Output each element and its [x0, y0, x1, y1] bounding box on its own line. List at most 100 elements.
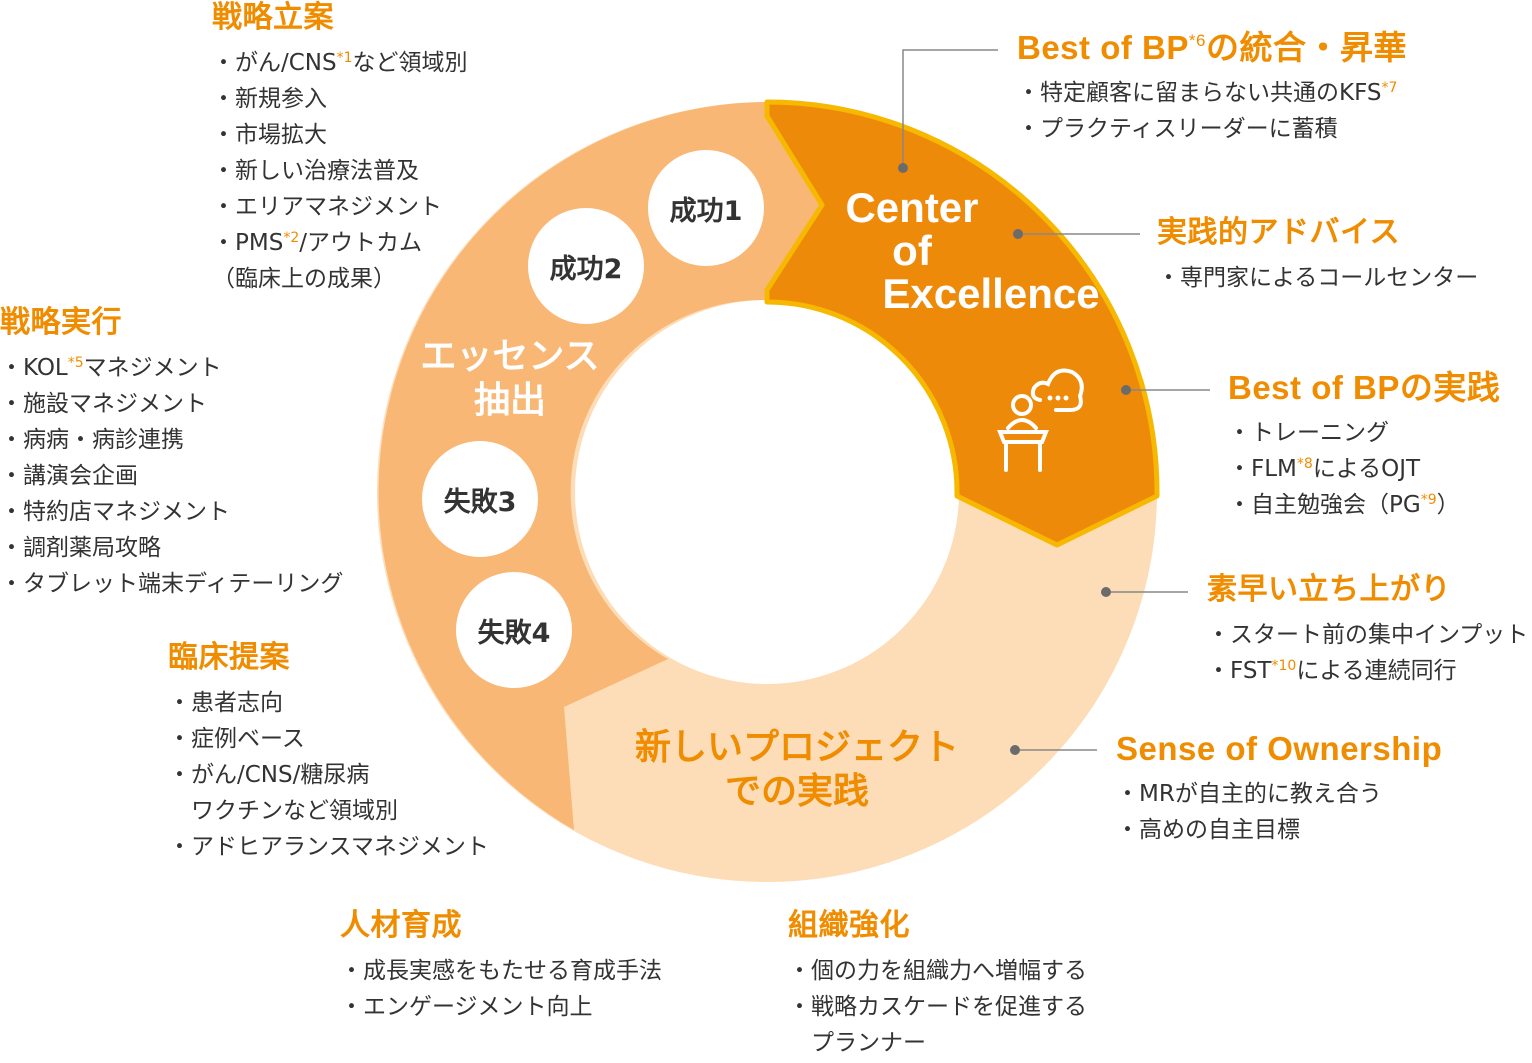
item-text: ・新しい治療法普及: [212, 158, 419, 184]
footnote-mark: *1: [336, 50, 353, 66]
item-text: ・専門家によるコールセンター: [1157, 265, 1479, 291]
clinical-proposal-block: 臨床提案・患者志向・症例ベース・がん/CNS/糖尿病 ワクチンなど領域別・アドヒ…: [168, 640, 489, 865]
practical-advice-block: 実践的アドバイス・専門家によるコールセンター: [1157, 215, 1478, 296]
item-text: プランナー: [788, 1030, 926, 1056]
footnote-mark: *5: [67, 355, 84, 371]
organization-strengthening-block: 組織強化・個の力を組織力へ増幅する・戦略カスケードを促進する プランナー: [788, 908, 1087, 1061]
item-text-rest: など領域別: [352, 50, 468, 76]
list-item: ・自主勉強会（PG*9）: [1228, 487, 1500, 523]
list-item: ・アドヒアランスマネジメント: [168, 829, 489, 865]
talent-development-items: ・成長実感をもたせる育成手法・エンゲージメント向上: [340, 953, 662, 1025]
list-item: ・市場拡大: [212, 117, 468, 153]
list-item: ・個の力を組織力へ増幅する: [788, 953, 1087, 989]
list-item: ・専門家によるコールセンター: [1157, 260, 1478, 296]
item-text: ・個の力を組織力へ増幅する: [788, 958, 1087, 984]
list-item: ・成長実感をもたせる育成手法: [340, 953, 662, 989]
coe-label-line-2: of: [892, 227, 932, 274]
item-text: ・講演会企画: [0, 463, 138, 489]
item-text: ・戦略カスケードを促進する: [788, 994, 1087, 1020]
item-text: ・特約店マネジメント: [0, 499, 230, 525]
item-text: ・FLM: [1228, 456, 1297, 482]
list-item: ・病病・病診連携: [0, 422, 343, 458]
list-item: ・調剤薬局攻略: [0, 530, 343, 566]
best-of-bp-integration-heading: Best of BP*6の統合・昇華: [1017, 30, 1407, 66]
organization-strengthening-heading: 組織強化: [788, 908, 1087, 944]
heading-text: Sense of Ownership: [1116, 730, 1443, 767]
practical-advice-items: ・専門家によるコールセンター: [1157, 260, 1478, 296]
practical-advice-heading: 実践的アドバイス: [1157, 215, 1478, 251]
item-text: ・病病・病診連携: [0, 427, 184, 453]
list-item: ・トレーニング: [1228, 415, 1500, 451]
item-text: ・患者志向: [168, 690, 283, 716]
list-item: ・KOL*5マネジメント: [0, 350, 343, 386]
list-item: ・FLM*8によるOJT: [1228, 451, 1500, 487]
footnote-mark: *7: [1381, 80, 1398, 96]
coe-label-line-1: Center: [845, 184, 979, 231]
list-item: ・新規参入: [212, 81, 468, 117]
best-of-bp-integration-items: ・特定顧客に留まらない共通のKFS*7 ・プラクティスリーダーに蓄積: [1017, 75, 1407, 147]
list-item: ・タブレット端末ディテーリング: [0, 566, 343, 602]
list-item: ・症例ベース: [168, 721, 489, 757]
list-item: ・エリアマネジメント: [212, 189, 468, 225]
item-text-rest: によるOJT: [1312, 456, 1421, 482]
clinical-proposal-heading: 臨床提案: [168, 640, 489, 676]
list-item: ・新しい治療法普及: [212, 153, 468, 189]
strategy-planning-heading: 戦略立案: [212, 0, 468, 36]
item-text: ・症例ベース: [168, 726, 305, 752]
item-text: ・MRが自主的に教え合う: [1116, 781, 1382, 807]
strategy-planning-block: 戦略立案・がん/CNS*1など領域別・新規参入・市場拡大・新しい治療法普及・エリ…: [212, 0, 468, 297]
best-of-bp-practice-items: ・トレーニング・FLM*8によるOJT・自主勉強会（PG*9）: [1228, 415, 1500, 523]
list-item: ・PMS*2/アウトカム: [212, 225, 468, 261]
strategy-execution-block: 戦略実行・KOL*5マネジメント・施設マネジメント・病病・病診連携・講演会企画・…: [0, 305, 343, 602]
sense-of-ownership-items: ・MRが自主的に教え合う・高めの自主目標: [1116, 776, 1442, 848]
list-item: ・がん/CNS*1など領域別: [212, 45, 468, 81]
essence-extraction-label: エッセンス 抽出: [410, 335, 610, 423]
sense-of-ownership-block: Sense of Ownership ・MRが自主的に教え合う・高めの自主目標: [1116, 731, 1442, 848]
new-project-line-2: での実践: [724, 771, 869, 812]
item-text: ・FST: [1207, 658, 1272, 684]
item-text: ・プラクティスリーダーに蓄積: [1017, 116, 1338, 142]
list-item: ・施設マネジメント: [0, 386, 343, 422]
list-item: ・スタート前の集中インプット: [1207, 617, 1528, 653]
coe-label: Center of Excellence: [812, 184, 1099, 315]
coe-label-line-3: Excellence: [882, 270, 1100, 317]
heading-text: 戦略実行: [0, 305, 122, 340]
quick-startup-heading: 素早い立ち上がり: [1207, 572, 1528, 608]
segment-center-of-excellence: [764, 99, 1160, 548]
item-text: ・スタート前の集中インプット: [1207, 622, 1529, 648]
best-of-bp-integration-block: Best of BP*6の統合・昇華・特定顧客に留まらない共通のKFS*7・プラ…: [1017, 30, 1407, 147]
heading-text: 人材育成: [340, 908, 462, 943]
list-item: ワクチンなど領域別: [168, 793, 489, 829]
item-text: ・成長実感をもたせる育成手法: [340, 958, 662, 984]
item-text: ・施設マネジメント: [0, 391, 207, 417]
item-text: ・タブレット端末ディテーリング: [0, 571, 344, 597]
item-text: （臨床上の成果）: [212, 266, 396, 292]
footnote-mark: *10: [1271, 658, 1297, 674]
heading-text-rest: の統合・昇華: [1205, 29, 1407, 66]
sense-of-ownership-heading: Sense of Ownership: [1116, 731, 1442, 767]
item-text: ・エリアマネジメント: [212, 194, 442, 220]
item-text-rest: ）: [1436, 492, 1460, 518]
list-item: ・戦略カスケードを促進する: [788, 989, 1087, 1025]
list-item: ・がん/CNS/糖尿病: [168, 757, 489, 793]
list-item: ・エンゲージメント向上: [340, 989, 662, 1025]
leader-dots: [898, 163, 1131, 755]
item-text: ワクチンなど領域別: [168, 798, 398, 824]
heading-text: Best of BP: [1017, 29, 1189, 66]
list-item: ・特定顧客に留まらない共通のKFS*7: [1017, 75, 1407, 111]
heading-text: 素早い立ち上がり: [1207, 572, 1451, 607]
footnote-mark: *2: [283, 230, 300, 246]
item-text-rest: /アウトカム: [299, 230, 422, 256]
failure-4-circle: 失敗4: [456, 572, 572, 688]
item-text: ・がん/CNS: [212, 50, 337, 76]
footnote-mark: *9: [1420, 492, 1437, 508]
footnote-mark: *6: [1188, 31, 1206, 50]
list-item: ・患者志向: [168, 685, 489, 721]
heading-text: Best of BPの実践: [1228, 369, 1501, 406]
heading-text: 戦略立案: [212, 0, 334, 35]
item-text: ・高めの自主目標: [1116, 817, 1300, 843]
item-text: ・KOL: [0, 355, 68, 381]
talent-development-block: 人材育成・成長実感をもたせる育成手法・エンゲージメント向上: [340, 908, 662, 1025]
list-item: ・高めの自主目標: [1116, 812, 1442, 848]
item-text: ・エンゲージメント向上: [340, 994, 593, 1020]
